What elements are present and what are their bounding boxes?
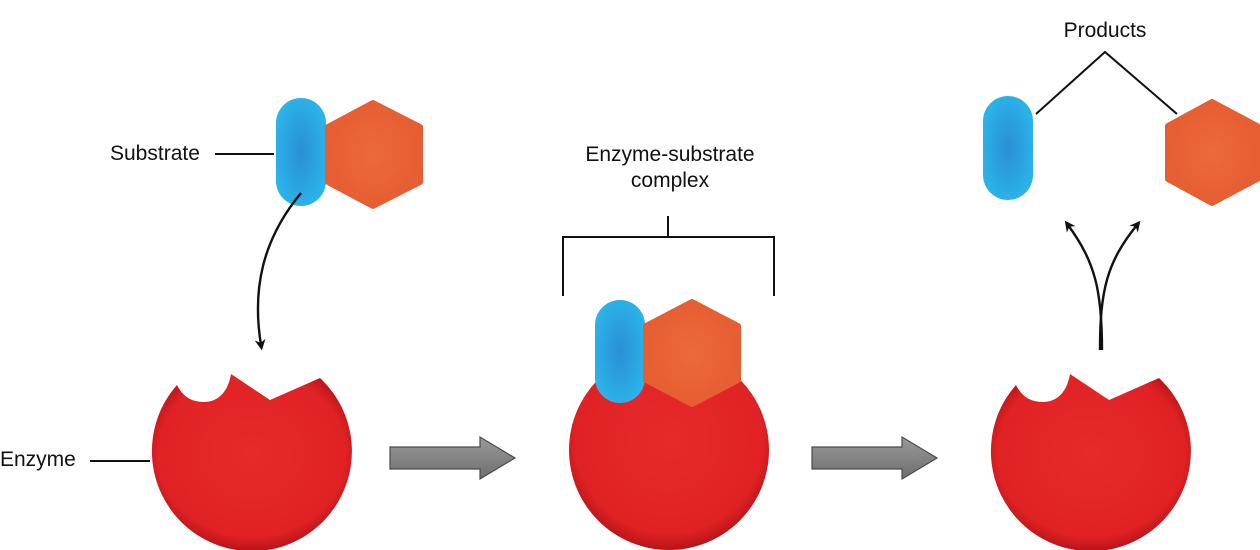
products-label: Products <box>1063 19 1147 42</box>
substrate-blue-piece-icon <box>595 300 645 403</box>
product-orange-piece-icon <box>1165 99 1260 206</box>
reaction-arrow-icon <box>811 435 939 481</box>
release-arrows <box>1064 220 1141 351</box>
product-blue-piece-icon <box>983 96 1033 200</box>
enzyme-label: Enzyme <box>0 448 76 471</box>
products-bracket <box>1035 50 1178 115</box>
complex-bracket <box>562 216 775 296</box>
complex-label-line1: Enzyme-substrate <box>585 143 755 166</box>
substrate-blue-piece-icon <box>276 98 326 206</box>
substrate-orange-piece-icon <box>325 100 423 209</box>
substrate-label: Substrate <box>110 142 200 165</box>
enzyme-icon <box>151 374 352 550</box>
enzyme-substrate-complex-label: Enzyme-substrate complex <box>560 142 780 194</box>
complex-label-line2: complex <box>630 169 710 192</box>
substrate-orange-piece-icon <box>643 299 741 407</box>
enzyme-icon <box>990 374 1191 550</box>
reaction-arrow-icon <box>389 435 517 481</box>
binding-arrow <box>254 192 302 351</box>
